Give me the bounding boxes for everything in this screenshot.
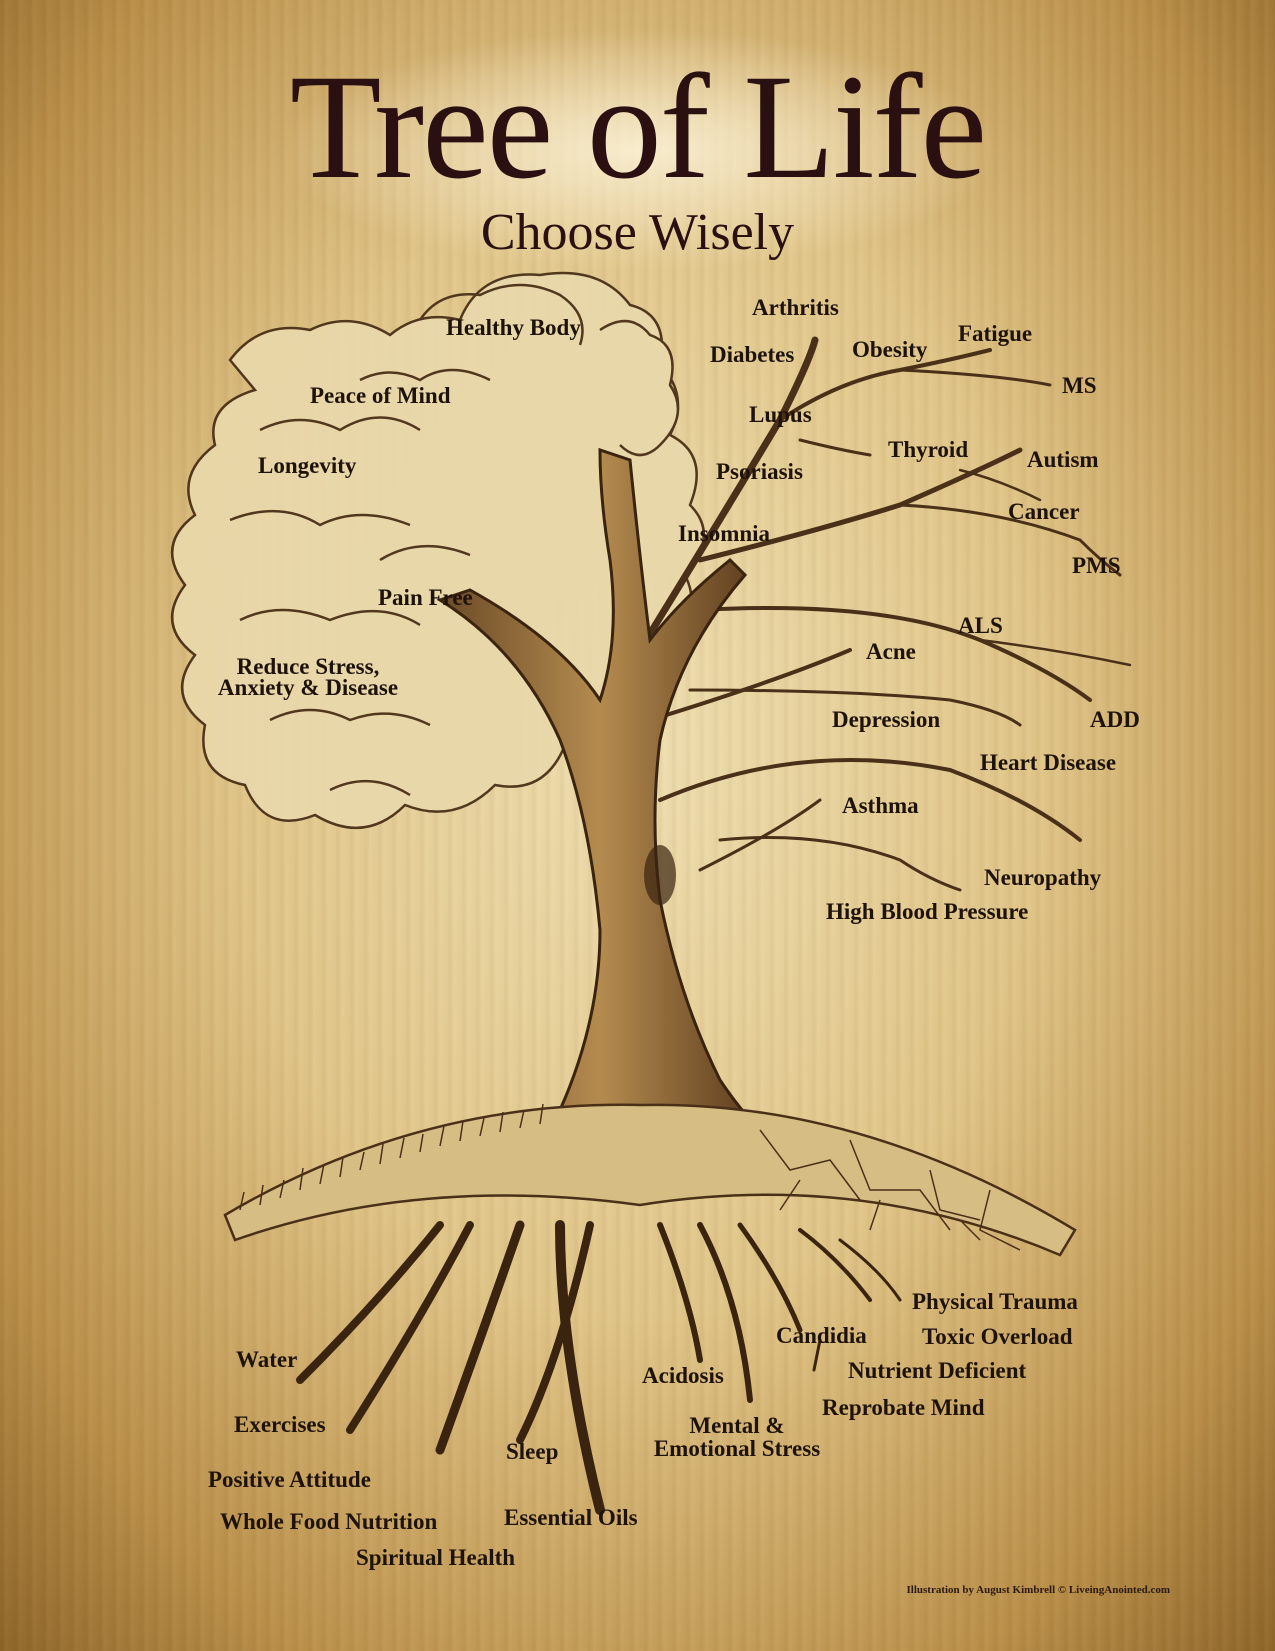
label-mental: Mental & [689,1413,785,1438]
label-essential-oils: Essential Oils [504,1505,638,1530]
label-pain-free: Pain Free [378,585,473,610]
label-water: Water [236,1347,298,1372]
label-healthy-body: Healthy Body [446,315,581,340]
label-psoriasis: Psoriasis [716,459,803,484]
label-reprobate-mind: Reprobate Mind [822,1395,985,1420]
label-reduce-stress: Reduce Stress, [236,654,380,679]
trunk-knot [644,845,676,905]
label-lupus: Lupus [749,402,812,427]
ground-mound [223,1103,1077,1257]
page-subtitle: Choose Wisely [480,204,795,261]
label-heart-disease: Heart Disease [980,750,1117,775]
label-arthritis: Arthritis [752,295,839,320]
label-physical-trauma: Physical Trauma [912,1289,1078,1314]
label-obesity: Obesity [852,337,928,362]
label-fatigue: Fatigue [958,321,1033,346]
title-glow [280,30,1000,270]
label-cancer: Cancer [1008,499,1080,524]
grass [239,1103,544,1211]
label-spiritual-health: Spiritual Health [356,1545,516,1570]
label-autism: Autism [1027,447,1099,472]
label-insomnia: Insomnia [678,521,771,546]
label-ms: MS [1062,373,1097,398]
label-acne: Acne [866,639,916,664]
label-positive-attitude: Positive Attitude [208,1467,371,1492]
label-whole-food-nutrition: Whole Food Nutrition [220,1509,438,1534]
label-depression: Depression [832,707,941,732]
label-emotional-stress: Emotional Stress [653,1436,821,1461]
label-acidosis: Acidosis [642,1363,724,1388]
roots [296,1220,902,1515]
label-exercises: Exercises [234,1412,326,1437]
label-diabetes: Diabetes [710,342,795,367]
label-longevity: Longevity [258,453,357,478]
label-pms: PMS [1072,553,1121,578]
label-add: ADD [1090,707,1140,732]
label-peace-of-mind: Peace of Mind [310,383,451,408]
label-candidia: Candidia [776,1323,867,1348]
label-als: ALS [958,613,1003,638]
label-high-blood-pressure: High Blood Pressure [826,899,1029,924]
label-anxiety-disease: Anxiety & Disease [217,675,399,700]
label-neuropathy: Neuropathy [984,865,1102,890]
label-nutrient-deficient: Nutrient Deficient [848,1358,1027,1383]
bare-branches [636,336,1132,892]
page-title: Tree of Life [289,44,987,210]
label-asthma: Asthma [842,793,919,818]
label-sleep: Sleep [506,1439,559,1464]
label-toxic-overload: Toxic Overload [922,1324,1073,1349]
label-thyroid: Thyroid [888,437,969,462]
cracked-soil [759,1129,1021,1251]
illustration-credit: Illustration by August Kimbrell © Livein… [906,1584,1171,1596]
